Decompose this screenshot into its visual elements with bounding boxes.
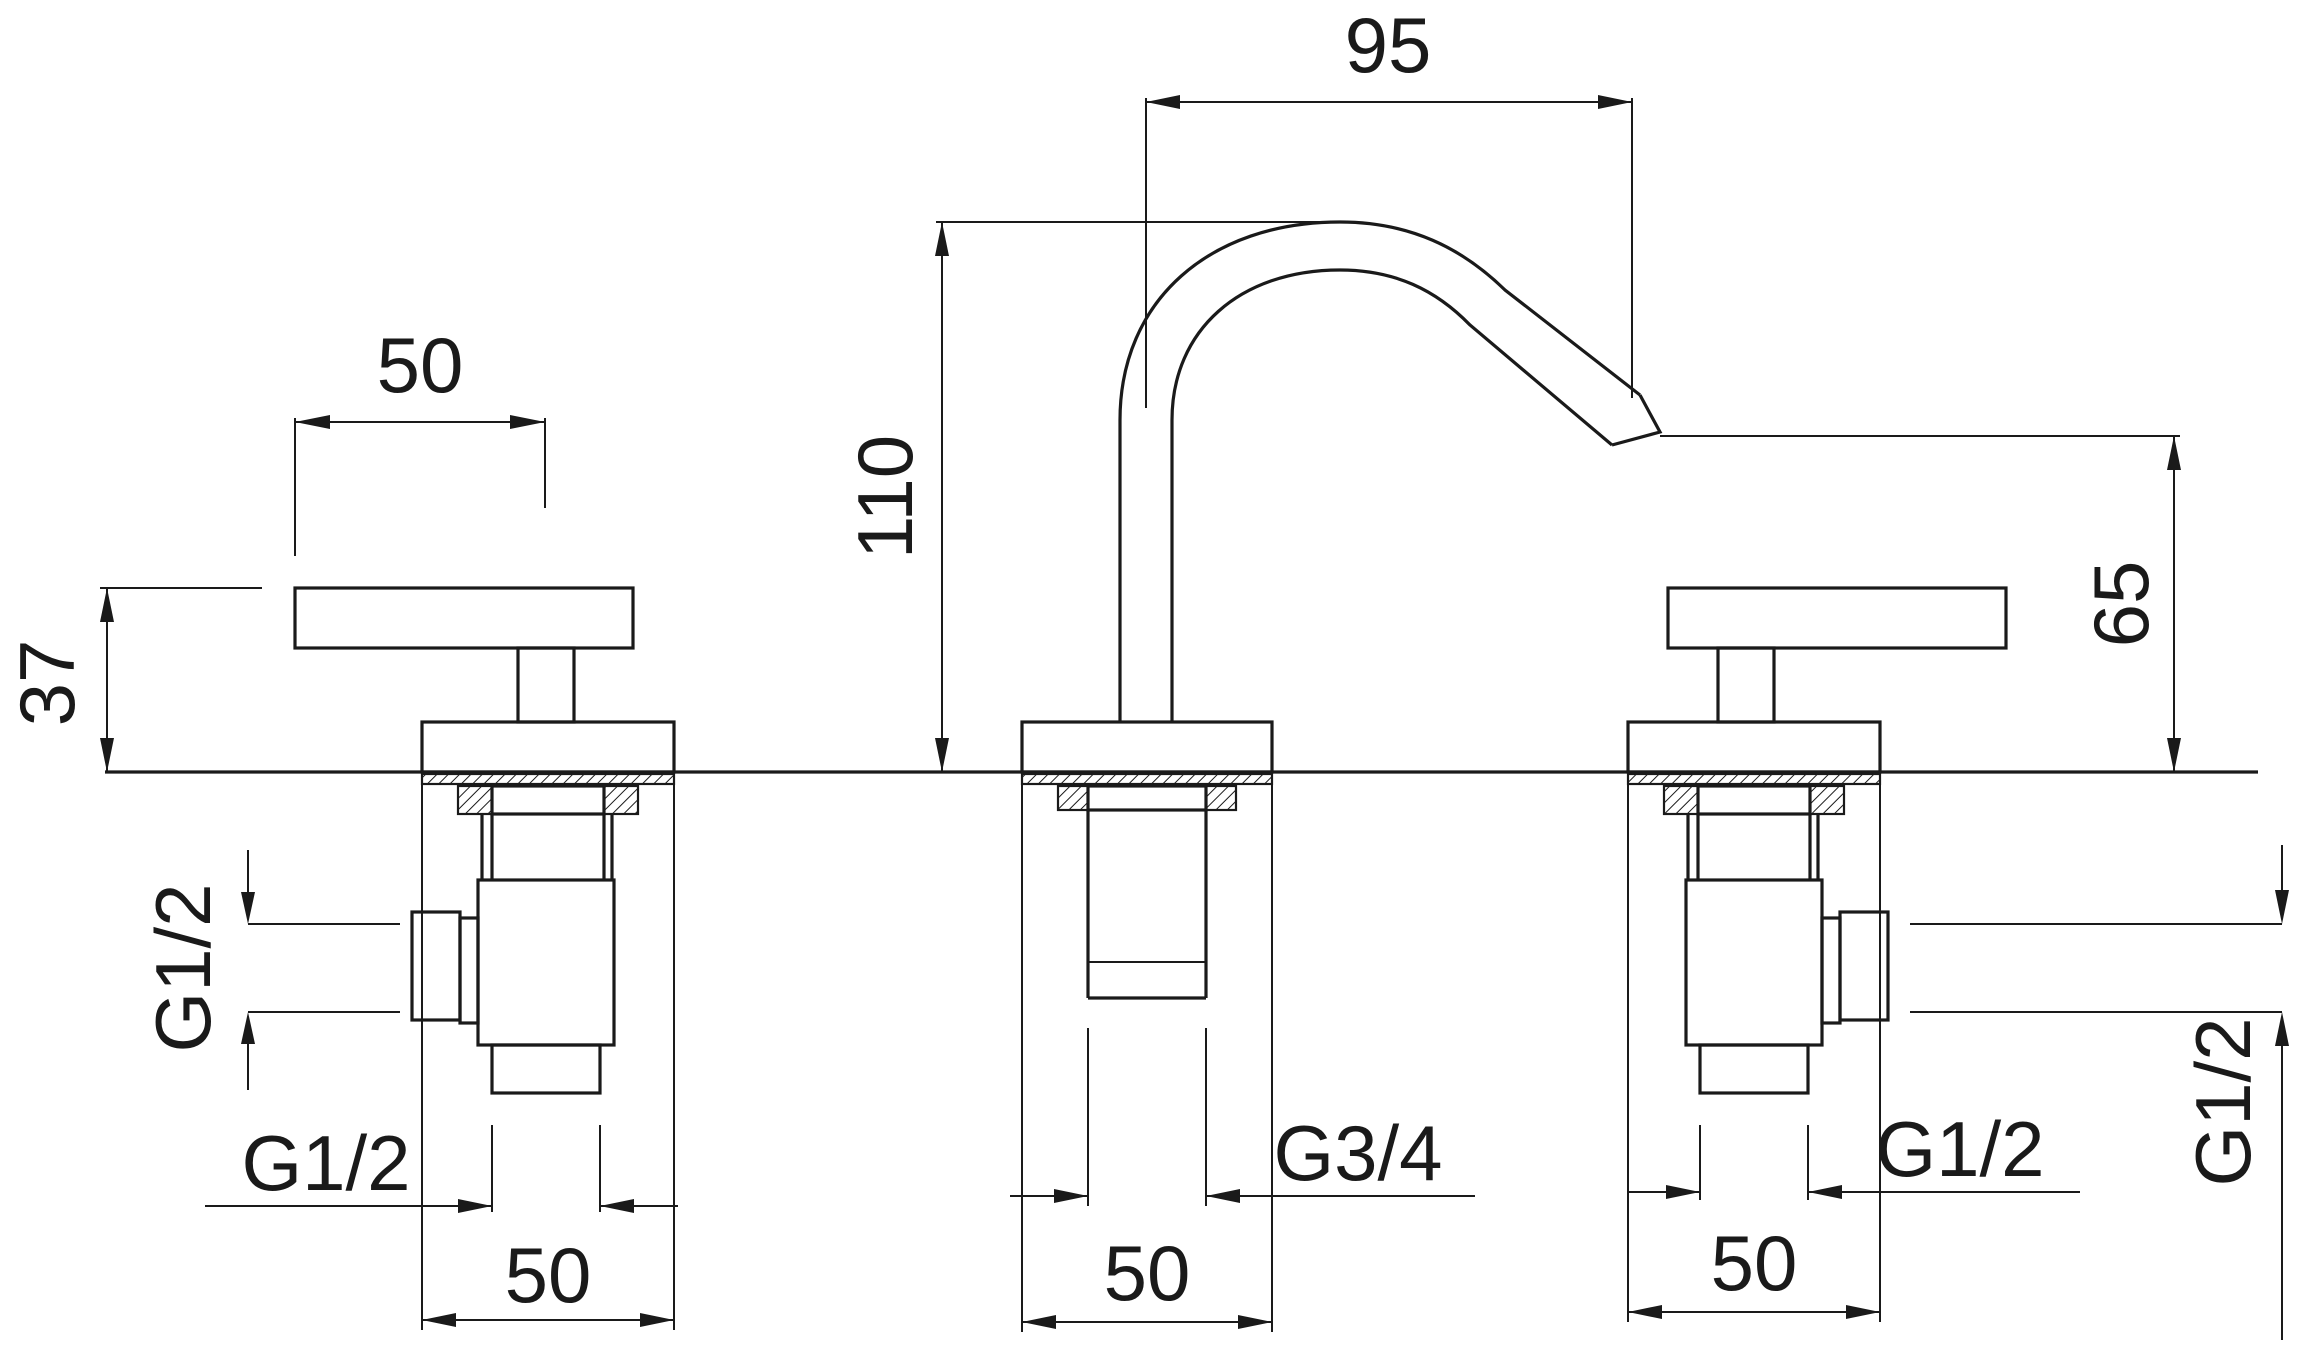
dim-left-base-width: 50 (421, 784, 675, 1330)
right-valve (1626, 586, 2008, 1095)
right-side-outlet (1838, 910, 1890, 1022)
right-stem (1716, 646, 1776, 724)
left-valve (293, 586, 676, 1095)
right-washer (1626, 772, 1882, 786)
left-shank (490, 784, 606, 816)
dim-right-base-width: 50 (1627, 784, 1881, 1322)
spout-inner (1170, 268, 1614, 722)
left-base-flange (420, 720, 676, 774)
dim-label: 50 (377, 321, 464, 409)
spout-washer (1020, 772, 1274, 786)
dim-label: G1/2 (241, 1119, 410, 1207)
dim-label: 110 (841, 435, 929, 559)
dim-label: G1/2 (139, 883, 227, 1052)
spout-outer (1118, 220, 1641, 722)
dim-spout-outlet: G3/4 (1010, 1028, 1475, 1206)
right-valve-body (1684, 878, 1824, 1047)
right-base-flange (1626, 720, 1882, 774)
right-handle (1666, 586, 2008, 650)
dim-label: 37 (3, 640, 91, 727)
dim-right-height: 65 (1660, 435, 2181, 772)
left-side-outlet (410, 910, 462, 1022)
dim-label: 65 (2077, 561, 2165, 648)
left-handle (293, 586, 635, 650)
right-nut-right (1808, 784, 1846, 816)
left-bottom-stub (490, 1043, 602, 1095)
dim-left-inlet-vertical: G1/2 (139, 850, 400, 1090)
right-valve-neck (1820, 916, 1842, 1025)
right-shank (1696, 784, 1812, 816)
dim-label: G1/2 (1875, 1105, 2044, 1193)
left-nut-left (456, 784, 494, 816)
dim-label: G1/2 (2179, 1017, 2267, 1186)
spout-tip (1611, 394, 1663, 447)
dim-label: 95 (1345, 1, 1432, 89)
spout-nut-left (1056, 784, 1090, 812)
dim-spout-reach: 95 (1145, 1, 1633, 408)
spout-shank (1086, 784, 1208, 812)
dim-label: 50 (505, 1231, 592, 1319)
left-stem (516, 646, 576, 724)
dim-spout-base-width: 50 (1021, 784, 1273, 1332)
dim-left-handle-width: 50 (294, 321, 546, 556)
spout-nut-right (1204, 784, 1238, 812)
dim-left-outlet: G1/2 (205, 1119, 678, 1213)
right-nut-left (1662, 784, 1700, 816)
dim-label: G3/4 (1273, 1109, 1442, 1197)
dim-right-outlet: G1/2 (1628, 1105, 2080, 1200)
left-valve-body (476, 878, 616, 1047)
dim-right-inlet-vertical: G1/2 (1910, 845, 2289, 1340)
center-spout (1020, 220, 1663, 1000)
spout-base-flange (1020, 720, 1274, 774)
left-washer (420, 772, 676, 786)
right-bottom-stub (1698, 1043, 1810, 1095)
left-nut-right (602, 784, 640, 816)
dim-left-handle-height: 37 (3, 587, 262, 772)
dim-spout-height: 110 (841, 221, 1320, 772)
left-valve-neck (458, 916, 480, 1025)
dim-label: 50 (1711, 1219, 1798, 1307)
dim-label: 50 (1104, 1229, 1191, 1317)
